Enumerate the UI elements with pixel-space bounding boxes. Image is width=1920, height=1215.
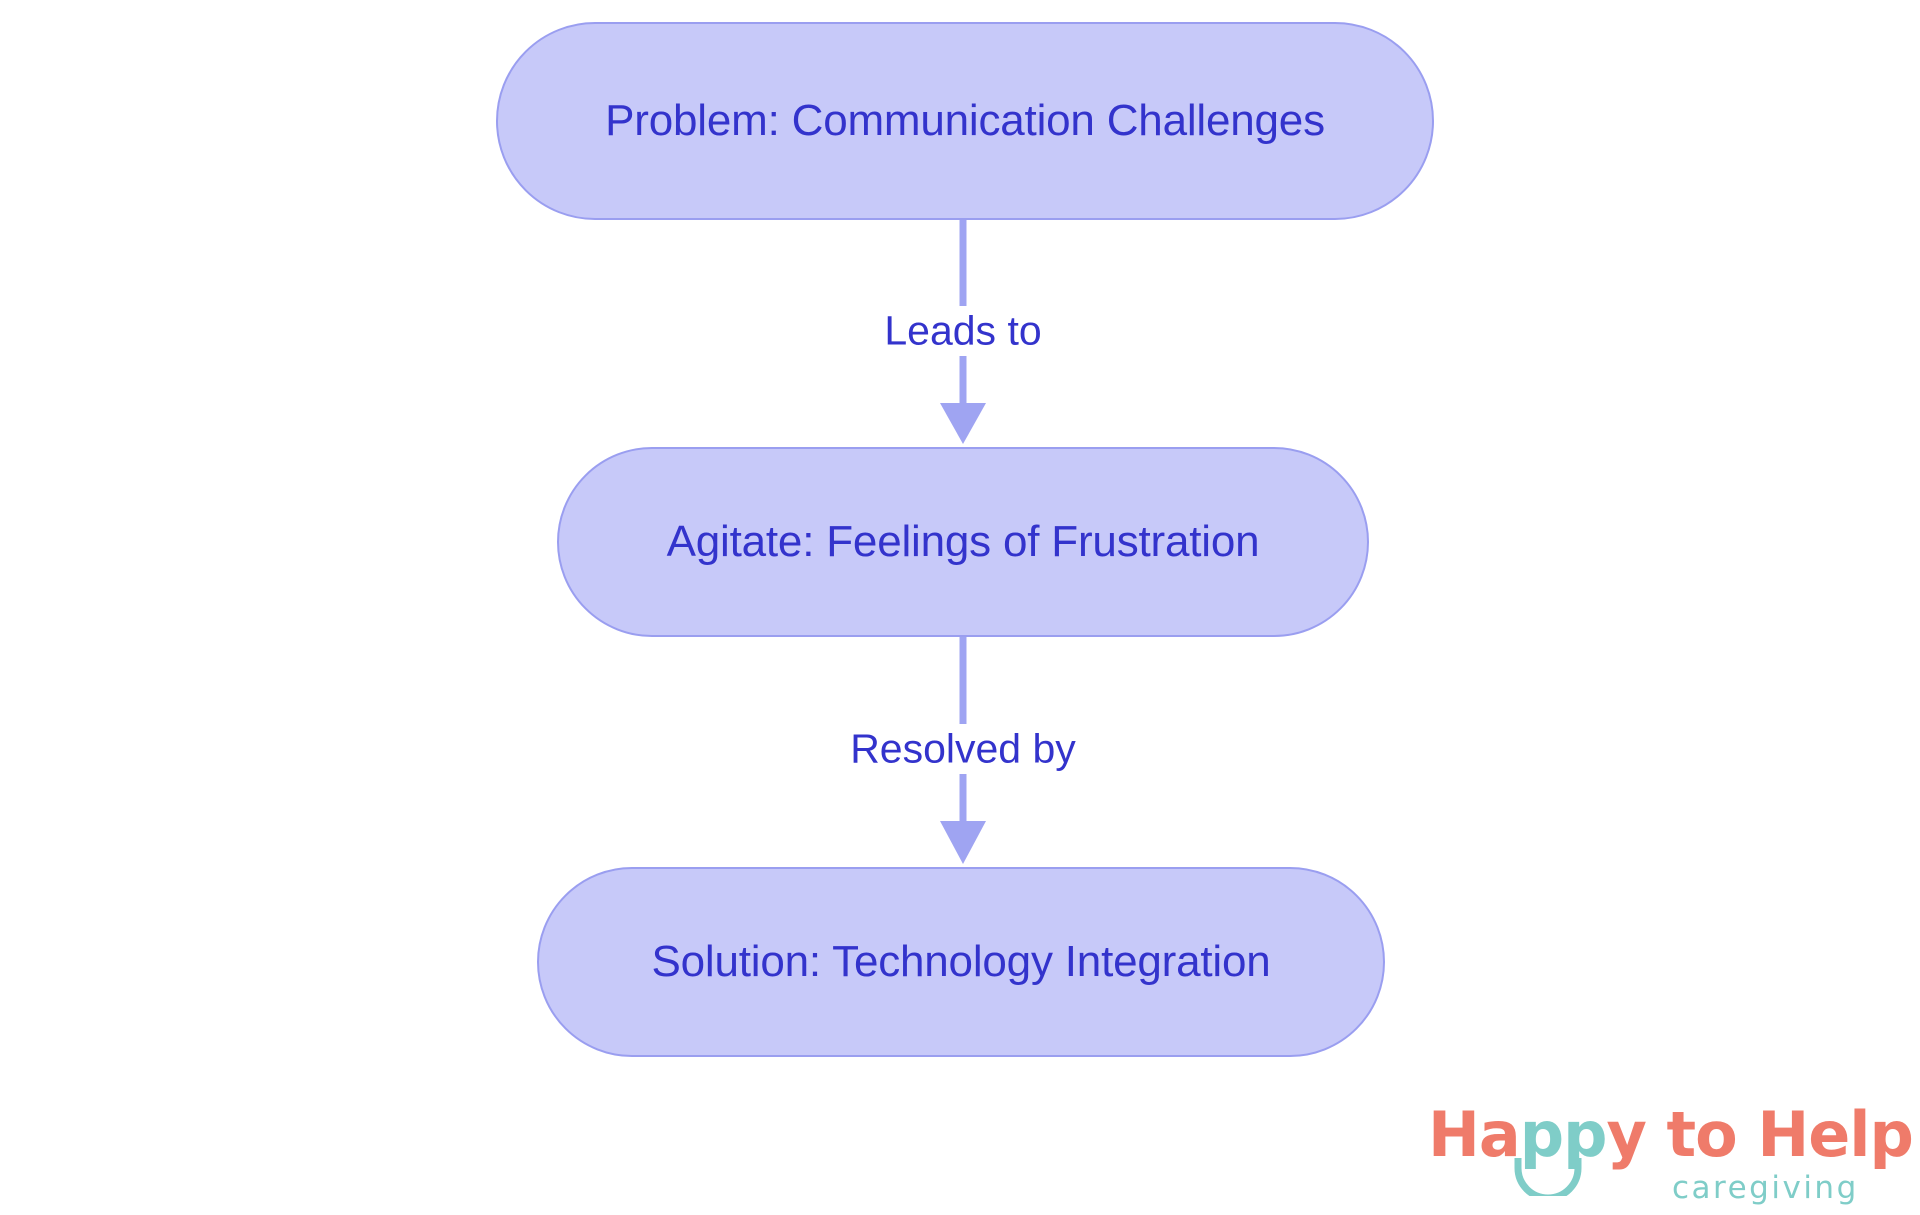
brand-wordmark-part1: Ha xyxy=(1428,1098,1521,1171)
edge-label-resolved-by: Resolved by xyxy=(840,725,1086,773)
brand-logo: Happy to Help caregiving xyxy=(1428,1100,1914,1208)
flow-node-solution-label: Solution: Technology Integration xyxy=(651,937,1271,986)
smile-icon xyxy=(1514,1158,1582,1196)
brand-wordmark: Happy to Help xyxy=(1428,1098,1914,1171)
edge-label-leads-to: Leads to xyxy=(874,307,1052,355)
brand-wordmark-part3: y to Help xyxy=(1606,1098,1914,1171)
flow-node-agitate[interactable]: Agitate: Feelings of Frustration xyxy=(557,447,1369,637)
brand-tagline: caregiving xyxy=(1672,1170,1859,1206)
flow-node-agitate-label: Agitate: Feelings of Frustration xyxy=(666,517,1260,566)
flow-node-problem[interactable]: Problem: Communication Challenges xyxy=(496,22,1434,220)
arrowhead-icon xyxy=(940,821,986,864)
flow-node-problem-label: Problem: Communication Challenges xyxy=(605,96,1325,145)
brand-wordmark-part2: pp xyxy=(1519,1098,1608,1171)
flow-node-solution[interactable]: Solution: Technology Integration xyxy=(537,867,1385,1057)
arrowhead-icon xyxy=(940,403,986,444)
